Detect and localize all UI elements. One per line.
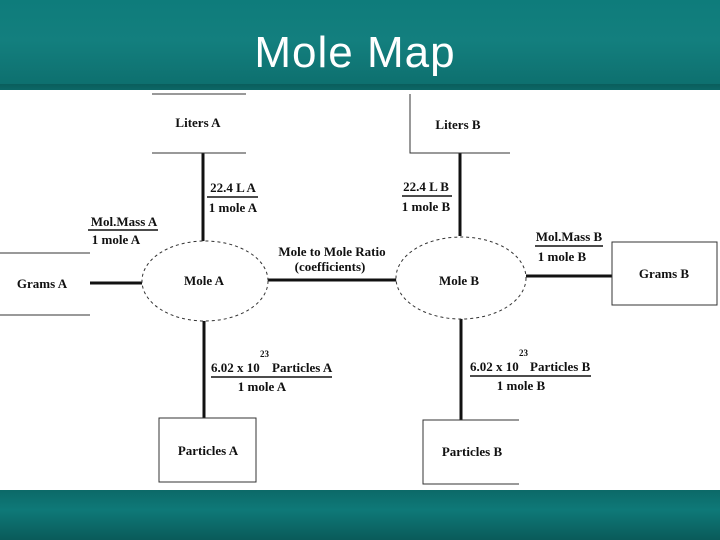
node-label-particles-b: Particles B — [442, 444, 503, 459]
node-label-particles-a: Particles A — [178, 443, 239, 458]
conv-molmass-b-num: Mol.Mass B — [536, 229, 603, 244]
conv-liters-b-num: 22.4 L B — [403, 179, 449, 194]
conv-liters-a-den: 1 mole A — [209, 200, 258, 215]
particles-b-box — [422, 419, 519, 485]
grams-b-box — [611, 241, 718, 306]
conv-molmass-a-den: 1 mole A — [92, 232, 141, 247]
liters-b-box — [409, 94, 510, 154]
node-label-mole-a: Mole A — [184, 273, 225, 288]
mole-a-ellipse — [141, 240, 269, 322]
node-label-grams-a: Grams A — [17, 276, 68, 291]
conv-avogadro-b-den: 1 mole B — [497, 378, 546, 393]
header-stripe — [0, 84, 720, 90]
node-label-mole-b: Mole B — [439, 273, 479, 288]
page-title: Mole Map — [254, 28, 456, 77]
mole-map-diagram: Liters A Liters B Grams A Grams B Mole A… — [0, 93, 718, 485]
node-label-grams-b: Grams B — [639, 266, 690, 281]
conv-avogadro-b-unit: Particles B — [530, 359, 591, 374]
conv-liters-b-den: 1 mole B — [402, 199, 451, 214]
mole-b-ellipse — [395, 236, 527, 320]
conv-avogadro-a-base: 6.02 x 10 — [211, 360, 260, 375]
conv-ratio-line2: (coefficients) — [295, 259, 366, 274]
footer-bar — [0, 490, 720, 540]
conv-molmass-a-num: Mol.Mass A — [91, 214, 158, 229]
conv-ratio-line1: Mole to Mole Ratio — [278, 244, 385, 259]
header-bar: Mole Map — [0, 0, 720, 90]
conv-avogadro-a-unit: Particles A — [272, 360, 333, 375]
conv-avogadro-a-den: 1 mole A — [238, 379, 287, 394]
conv-molmass-b-den: 1 mole B — [538, 249, 587, 264]
conv-liters-a-num: 22.4 L A — [210, 180, 256, 195]
node-label-liters-b: Liters B — [435, 117, 480, 132]
conv-avogadro-b-base: 6.02 x 10 — [470, 359, 519, 374]
conv-avogadro-a-exp: 23 — [260, 349, 270, 359]
particles-a-box — [158, 417, 257, 483]
conv-avogadro-b-exp: 23 — [519, 348, 529, 358]
node-label-liters-a: Liters A — [175, 115, 221, 130]
